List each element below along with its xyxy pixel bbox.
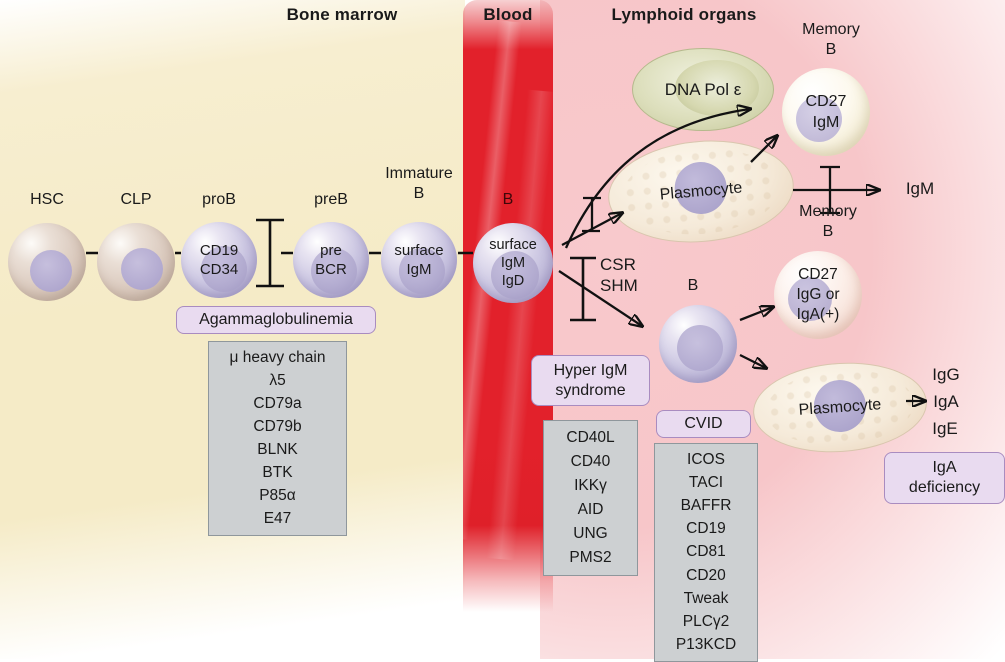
cell-nucleus (491, 251, 539, 299)
gene-item: AID (577, 501, 604, 518)
gene-item: IKKγ (574, 477, 607, 494)
label-hsc: HSC (30, 191, 64, 208)
label-memory-b-igm: Memory B (802, 21, 860, 58)
gene-item: CD79b (253, 418, 302, 435)
cell-clp (97, 223, 175, 301)
disease-box-cvid: CVID (656, 410, 751, 438)
cell-nucleus (796, 96, 842, 142)
inhibitor-igm-secretion (820, 165, 840, 215)
inhibitor-csr-shm (570, 256, 596, 322)
cell-markers: CD27 IgM (805, 93, 847, 131)
cell-markers: CD19 CD34 (199, 242, 239, 278)
cell-nucleus (121, 248, 163, 290)
disease-box-hyper-igm: Hyper IgM syndrome (531, 355, 650, 406)
gene-item: CD19 (686, 520, 726, 538)
gene-item: BTK (262, 464, 293, 481)
gene-item: Tweak (683, 589, 729, 607)
arrow-b-to-memory-igm-curve (564, 109, 750, 249)
gene-item: PMS2 (569, 549, 612, 566)
label-clp: CLP (120, 191, 152, 208)
arrow-b-to-lymphoid-b (558, 270, 642, 326)
gene-item: CD40L (566, 429, 615, 446)
blood-vessel-band (463, 0, 553, 618)
label-lymphoid-b: B (687, 277, 699, 294)
gene-item: ICOS (687, 451, 725, 469)
gene-item: λ5 (269, 372, 286, 389)
cell-markers: surface IgM (394, 242, 444, 278)
label-immature-b: Immature B (385, 165, 453, 202)
arrow-plasmocyte-to-memory-igm (750, 136, 777, 163)
cell-hsc (8, 223, 86, 301)
cell-markers: pre BCR (315, 242, 347, 278)
dna-pol-label: DNA Pol ε (664, 80, 742, 99)
label-igg-output: IgG (932, 365, 960, 384)
label-csr-shm: CSR SHM (600, 255, 638, 295)
dna-pol-epsilon-ellipse: DNA Pol ε (632, 48, 774, 131)
gene-item: CD81 (686, 543, 726, 561)
cell-memory-b-igg: CD27 IgG or IgA(+) (774, 251, 862, 339)
cell-nucleus (201, 246, 247, 292)
cell-preb: pre BCR (293, 222, 369, 298)
gene-item: μ heavy chain (229, 349, 326, 366)
gene-item: TACI (688, 474, 724, 492)
label-iga-output: IgA (933, 392, 959, 411)
gene-item: BAFFR (680, 497, 732, 515)
label-memory-b-igg: Memory B (799, 203, 857, 240)
disease-box-iga-deficiency: IgA deficiency (884, 452, 1005, 504)
arrow-lymphoid-b-to-memory-igg (739, 307, 773, 322)
lymphoid-organs-title: Lymphoid organs (611, 5, 757, 24)
cell-markers: surface IgM IgD (489, 237, 537, 289)
cell-nucleus (788, 277, 832, 321)
cell-immature-b: surface IgM (381, 222, 457, 298)
label-blood-b: B (502, 191, 514, 208)
gene-item: P85α (259, 487, 296, 504)
cell-nucleus (677, 325, 723, 371)
gene-item: E47 (263, 510, 292, 527)
label-preb: preB (314, 191, 348, 208)
cell-nucleus (30, 250, 72, 292)
inhibitor-prob-preb (256, 218, 284, 288)
cell-blood-b: surface IgM IgD (473, 223, 553, 303)
cell-nucleus (399, 248, 445, 294)
blood-title: Blood (483, 5, 533, 24)
label-prob: proB (202, 191, 236, 208)
cell-markers: CD27 IgG or IgA(+) (796, 266, 840, 323)
disease-box-agammaglobulinemia: Agammaglobulinemia (176, 306, 376, 334)
gene-item: BLNK (257, 441, 298, 458)
gene-item: CD40 (570, 453, 611, 470)
gene-item: PLCγ2 (682, 612, 730, 630)
cell-memory-b-igm: CD27 IgM (782, 68, 870, 156)
gene-item: CD20 (686, 566, 726, 584)
label-ige-output: IgE (932, 419, 958, 438)
bone-marrow-title: Bone marrow (286, 5, 398, 24)
gene-item: P13KCD (675, 635, 737, 653)
gene-item: CD79a (253, 395, 302, 412)
label-igm-output: IgM (905, 179, 935, 198)
arrow-lymphoid-b-to-plasmocyte-igg (739, 353, 766, 368)
cell-lymphoid-b (659, 305, 737, 383)
gene-item: UNG (573, 525, 608, 542)
cell-nucleus (311, 248, 357, 294)
cell-prob: CD19 CD34 (181, 222, 257, 298)
